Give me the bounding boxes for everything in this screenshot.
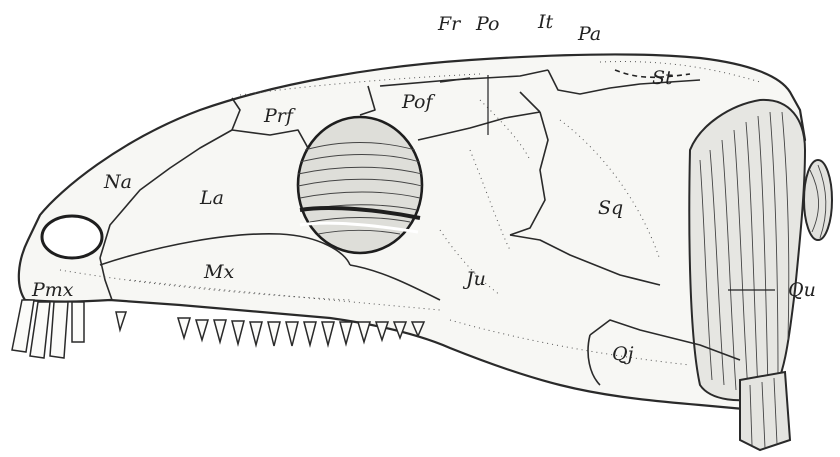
label-fr: Fr (437, 13, 462, 35)
label-it: It (537, 11, 554, 33)
label-qu: Qu (788, 279, 816, 301)
label-pmx: Pmx (31, 279, 74, 301)
label-st: St (652, 67, 673, 89)
label-qj: Qj (612, 343, 634, 365)
label-pa: Pa (577, 23, 601, 45)
label-ju: Ju (462, 268, 486, 290)
orbit (298, 117, 422, 253)
naris (42, 216, 102, 258)
label-mx: Mx (203, 261, 234, 283)
label-sq: Sq (598, 197, 623, 219)
premaxillary-teeth (12, 300, 84, 358)
label-po: Po (475, 13, 499, 35)
label-la: La (199, 187, 224, 209)
label-na: Na (103, 171, 132, 193)
quadrate-bone (689, 100, 805, 400)
label-prf: Prf (263, 105, 296, 127)
label-pof: Pof (401, 91, 435, 113)
